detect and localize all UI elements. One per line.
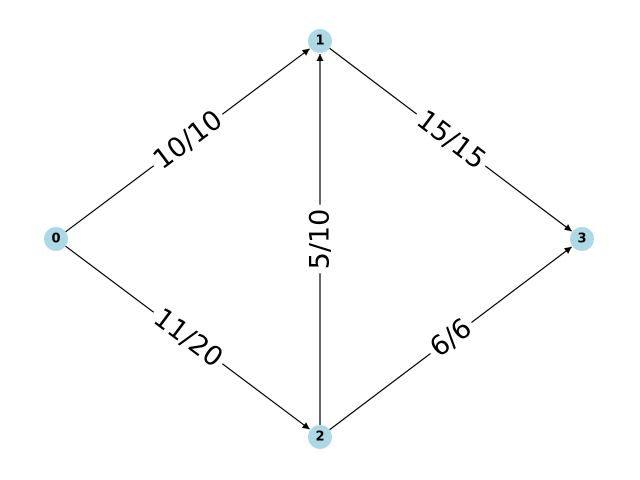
node-label: 0	[51, 232, 60, 247]
node-layer: 0 1 2 3	[44, 29, 594, 449]
edge-layer: 10/10 11/20 15/15 5/10 6/6	[65, 47, 572, 431]
edge-label-background	[143, 100, 233, 180]
node-1: 1	[308, 29, 332, 53]
node-circle	[570, 227, 594, 251]
edge-label-2-1: 5/10	[302, 204, 338, 274]
edge-label-0-1: 10/10	[143, 100, 233, 180]
node-2: 2	[308, 425, 332, 449]
edge-0-2: 11/20	[65, 245, 310, 430]
node-circle	[308, 29, 332, 53]
edge-2-3: 6/6	[329, 246, 572, 431]
edge-label-background	[302, 204, 338, 274]
node-circle	[308, 425, 332, 449]
edge-2-1: 5/10	[302, 54, 338, 425]
node-label: 1	[315, 34, 324, 49]
node-label: 2	[315, 430, 324, 445]
node-0: 0	[44, 227, 68, 251]
edge-label-0-2: 11/20	[143, 298, 233, 378]
edge-1-3: 15/15	[329, 47, 572, 232]
node-3: 3	[570, 227, 594, 251]
edge-label-1-3: 15/15	[406, 100, 496, 180]
node-circle	[44, 227, 68, 251]
edge-label-background	[143, 298, 233, 378]
node-label: 3	[577, 232, 586, 247]
edge-label-background	[406, 100, 496, 180]
edge-label-background	[419, 308, 483, 368]
edge-label-2-3: 6/6	[419, 308, 483, 368]
edge-label-text: 5/10	[305, 209, 336, 270]
edge-0-1: 10/10	[65, 48, 310, 233]
